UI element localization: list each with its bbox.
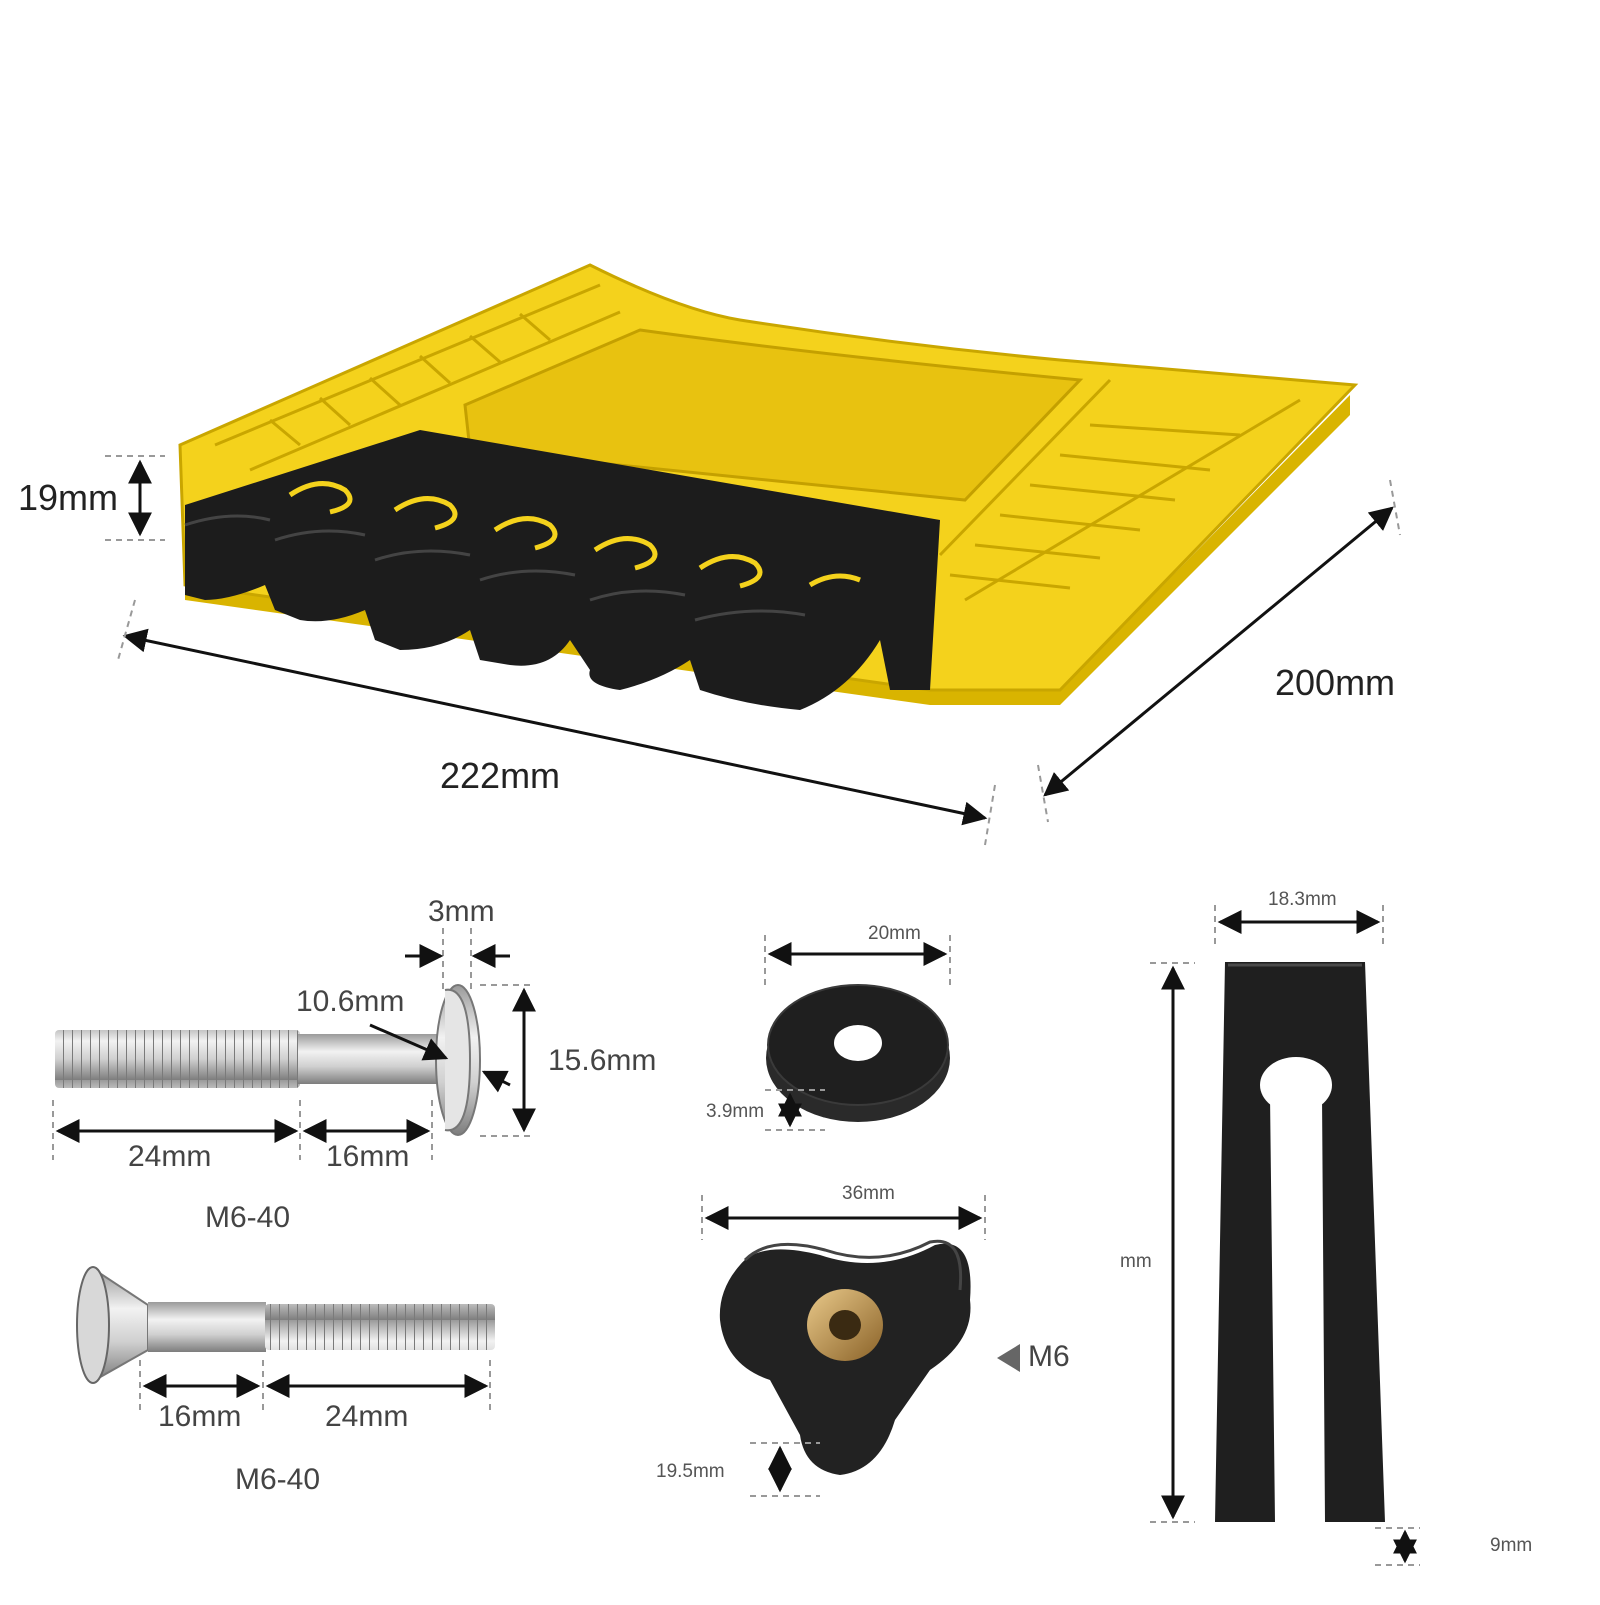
bar-thickness-label: 9mm [1490,1535,1533,1556]
board-height-label: 19mm [18,477,119,518]
washer-diameter-label: 20mm [868,923,921,944]
bolt-top-model-label: M6-40 [205,1201,291,1234]
board-dimensions [105,455,1401,846]
knob-height-label: 19.5mm [656,1461,725,1482]
bolt-bottom-thread-label: 24mm [325,1400,409,1433]
knob-thread-label: M6 [1028,1340,1070,1373]
washer-thickness-label: 3.9mm [706,1101,765,1122]
washer-dimensions [764,935,951,1131]
slotted-bar [1215,962,1385,1522]
tray-recess [463,328,1084,502]
knob-dimensions [701,1195,986,1497]
tray-ribs-left [214,283,621,472]
knob-width-label: 36mm [842,1183,895,1204]
featherboard-tray [178,263,1359,710]
countersunk-bolt-bottom [76,1266,495,1384]
t-bolt-top-dimensions [52,928,536,1160]
bolt-top-shank-label: 16mm [326,1140,410,1173]
bolt-bottom-shank-label: 16mm [158,1400,242,1433]
bolt-top-thread-label: 24mm [128,1140,212,1173]
bolt-shoulder-label: 10.6mm [296,985,405,1018]
bolt-head-height-label: 15.6mm [548,1044,657,1077]
bar-length-label: mm [1120,1251,1152,1272]
three-lobe-knob [719,1239,1020,1475]
rubber-washer [766,984,950,1122]
countersunk-bolt-dimensions [139,1360,491,1415]
board-width-label: 222mm [440,755,561,796]
board-depth-label: 200mm [1275,662,1396,703]
bar-dimensions [1150,905,1420,1566]
bar-width-label: 18.3mm [1268,889,1337,910]
bolt-bottom-model-label: M6-40 [235,1463,321,1496]
bolt-head-width-label: 3mm [428,895,495,928]
t-bolt-top [55,984,481,1136]
